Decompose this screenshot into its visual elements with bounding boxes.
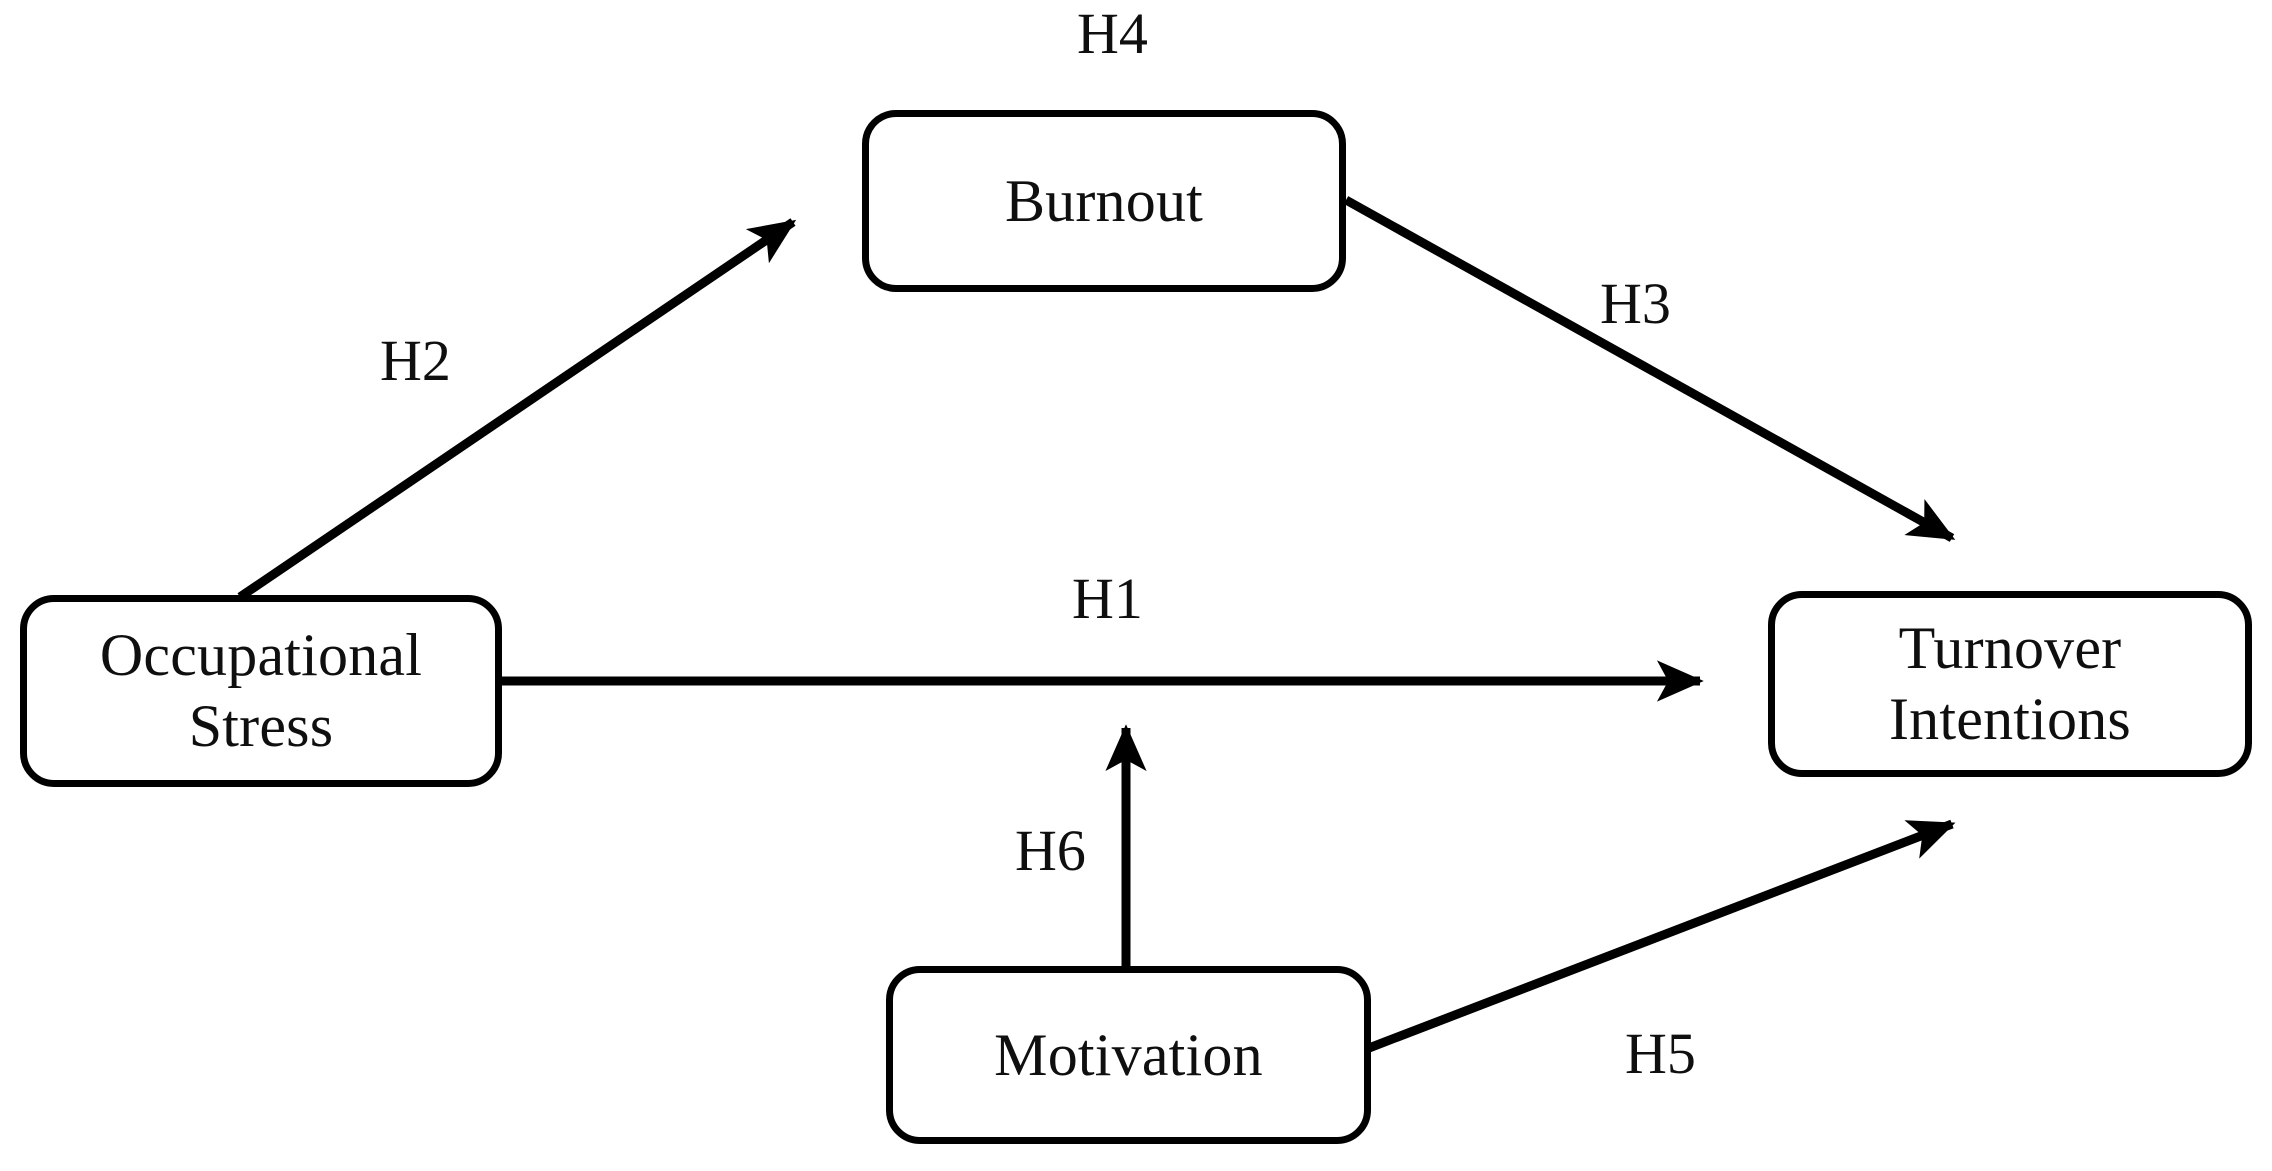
edge-h3-burnout-to-turnover — [1343, 196, 1956, 542]
node-burnout[interactable]: Burnout — [862, 110, 1346, 292]
hypothesis-label-h5: H5 — [1625, 1021, 1696, 1086]
node-occupational-stress[interactable]: Occupational Stress — [20, 595, 502, 787]
hypothesis-label-h2: H2 — [380, 328, 451, 393]
node-turnover-intentions-label: Turnover Intentions — [1889, 615, 2131, 752]
node-burnout-label: Burnout — [1004, 167, 1204, 234]
hypothesis-label-h6: H6 — [1015, 818, 1086, 883]
hypothesis-label-h4: H4 — [1077, 1, 1148, 66]
node-motivation-label: Motivation — [994, 1021, 1263, 1088]
edge-h2-stress-to-burnout — [237, 218, 797, 601]
node-motivation[interactable]: Motivation — [886, 966, 1371, 1144]
hypothesis-label-h3: H3 — [1600, 271, 1671, 336]
node-turnover-intentions[interactable]: Turnover Intentions — [1768, 591, 2252, 777]
edge-h5-motivation-to-turnover — [1367, 819, 1956, 1053]
hypothesis-label-h1: H1 — [1072, 566, 1143, 631]
node-occupational-stress-label: Occupational Stress — [99, 622, 423, 759]
